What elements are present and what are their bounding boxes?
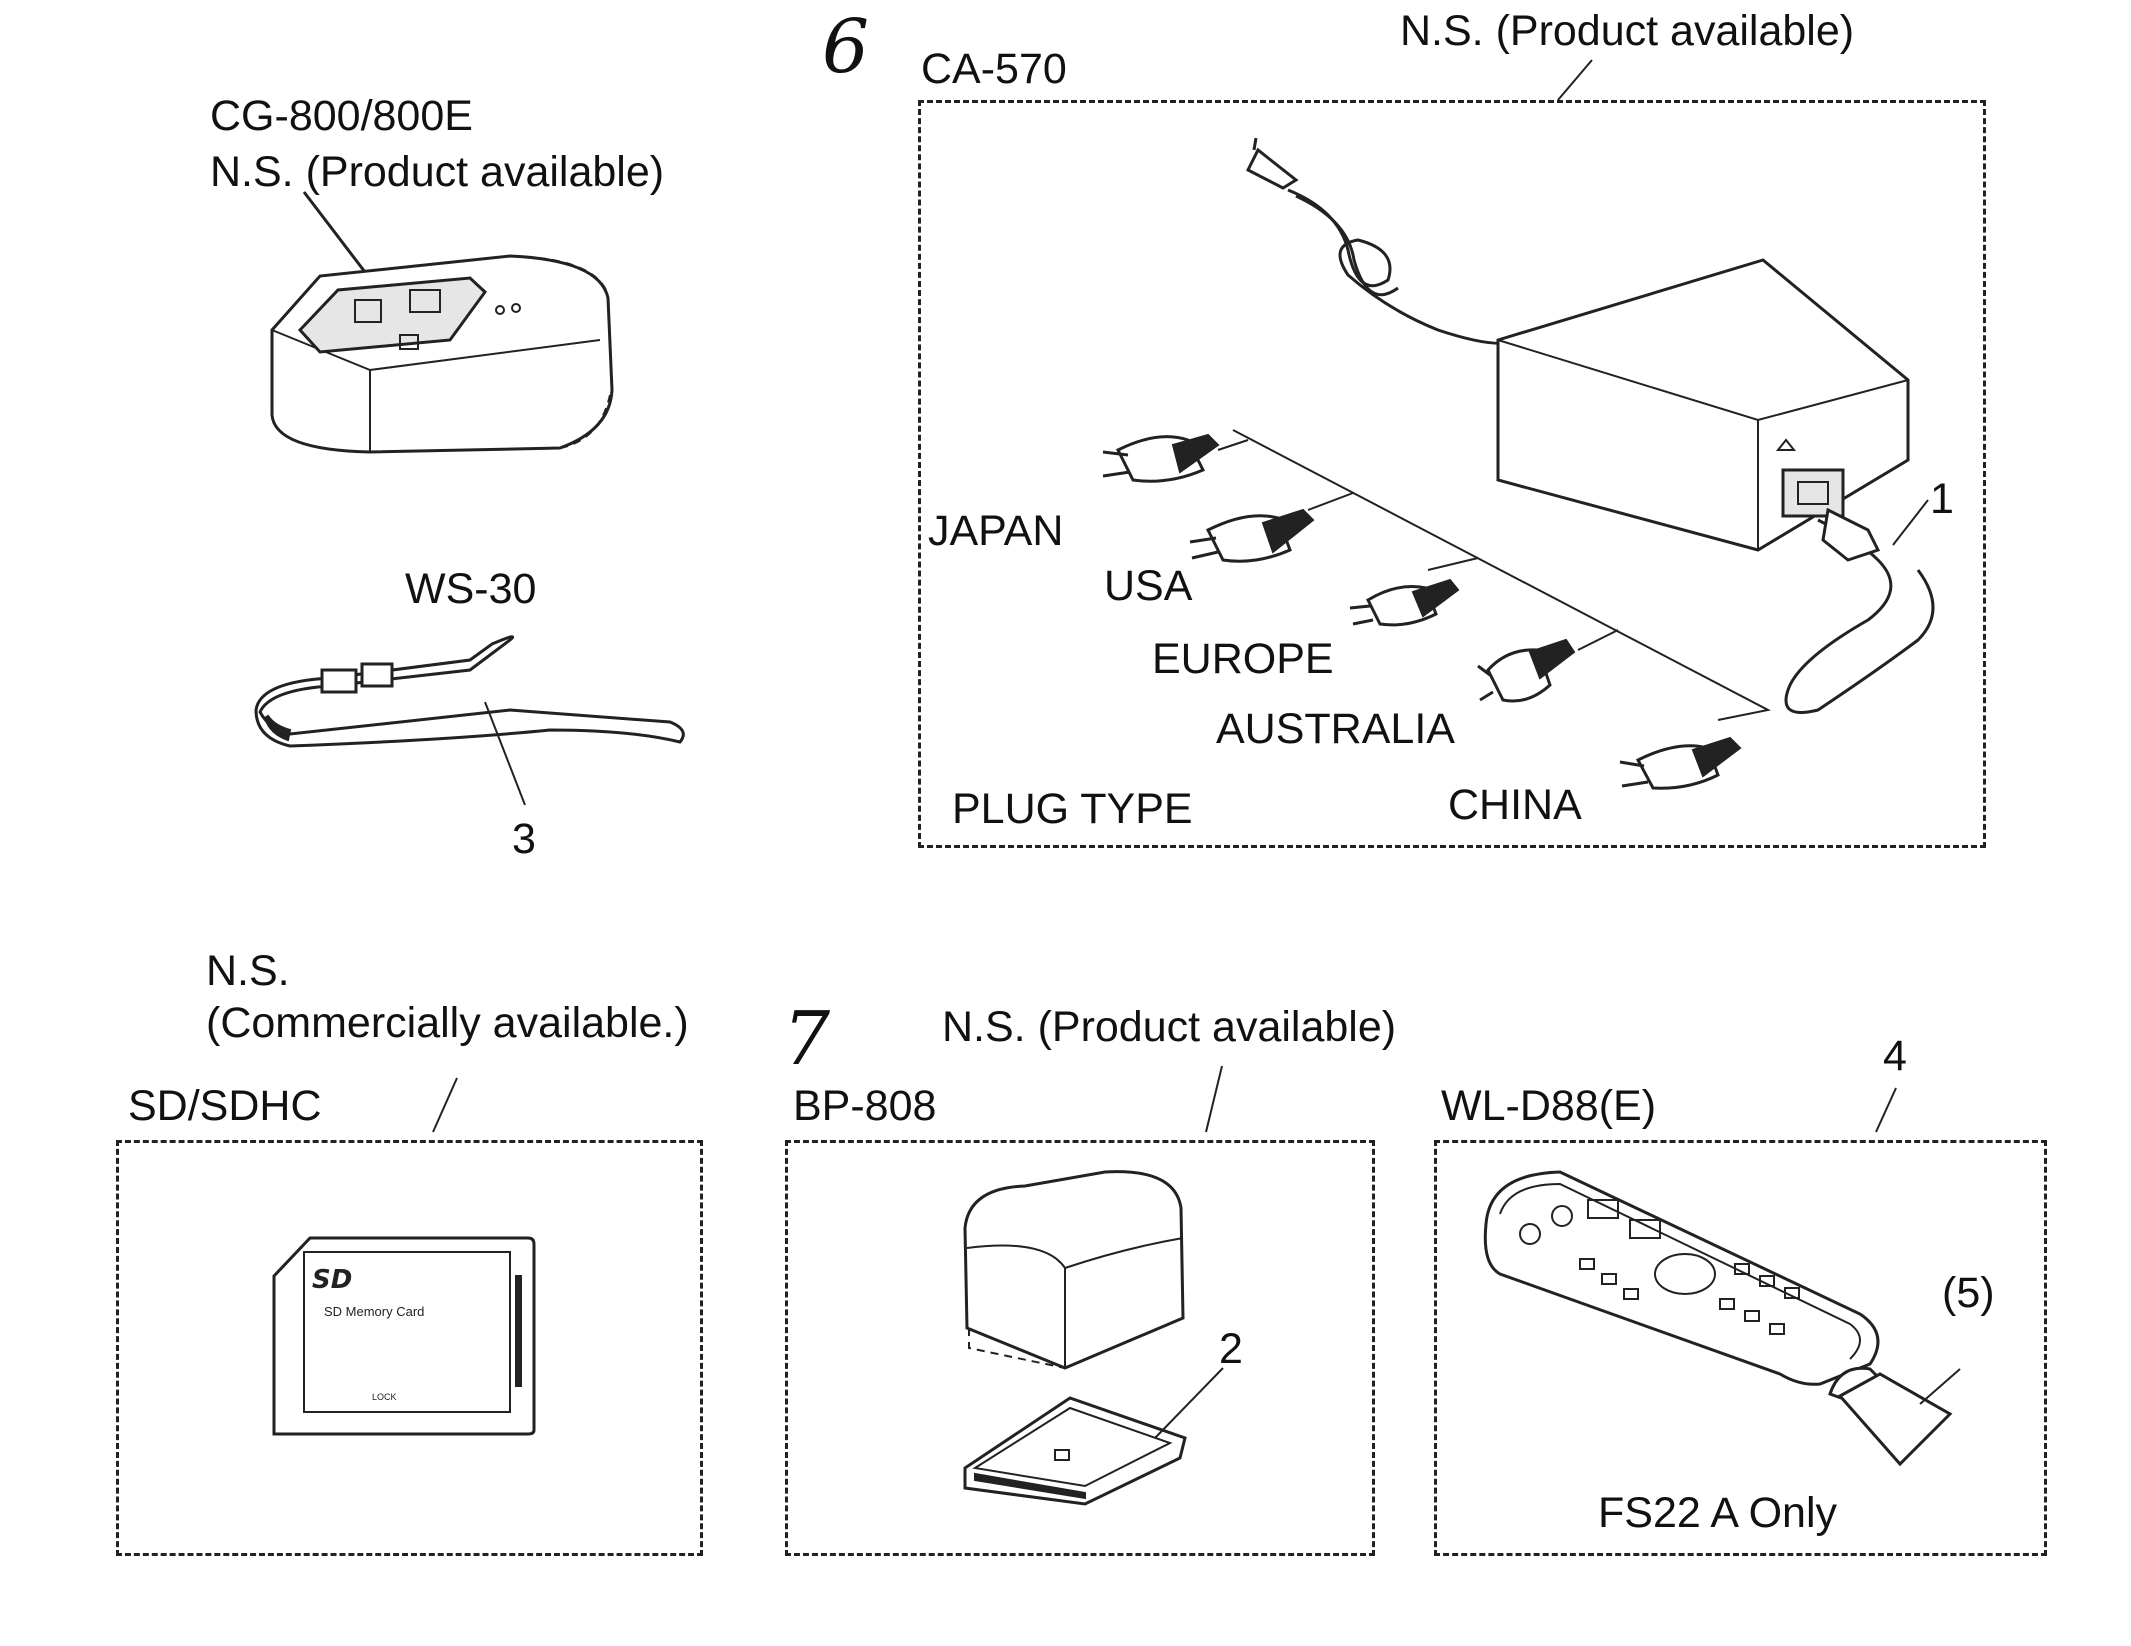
svg-text:SD: SD (312, 1265, 352, 1295)
adapter-callout-1: 1 (1930, 475, 1954, 523)
remote-group-box (1434, 1140, 2047, 1556)
plug-type-label: PLUG TYPE (952, 785, 1193, 833)
strap-callout-3: 3 (512, 815, 536, 863)
card-note-line2: (Commercially available.) (206, 999, 689, 1047)
remote-callout-4: 4 (1883, 1032, 1907, 1080)
remote-footnote: FS22 A Only (1598, 1489, 1838, 1537)
battery-note: N.S. (Product available) (942, 1003, 1397, 1051)
charger-model-label: CG-800/800E (210, 92, 473, 140)
strap-model-label: WS-30 (405, 565, 537, 613)
plug-australia-label: AUSTRALIA (1216, 705, 1455, 753)
adapter-group-box (918, 100, 1986, 848)
battery-note-leader (1198, 1062, 1228, 1136)
plug-europe-label: EUROPE (1152, 635, 1334, 683)
card-note-line1: N.S. (206, 947, 290, 995)
plug-china-label: CHINA (1448, 781, 1582, 829)
sd-card-text: SD Memory Card (324, 1304, 424, 1319)
card-model-label: SD/SDHC (128, 1082, 322, 1130)
battery-model-label: BP-808 (793, 1082, 937, 1130)
remote-illustration (1480, 1164, 1900, 1404)
charger-note: N.S. (Product available) (210, 148, 665, 196)
strap-illustration (250, 630, 690, 800)
adapter-note: N.S. (Product available) (1400, 7, 1855, 55)
card-group-box (116, 1140, 703, 1556)
battery-group-box (785, 1140, 1375, 1556)
remote-sub-callout-5: (5) (1942, 1269, 1995, 1317)
step-number-6: 6 (822, 4, 870, 90)
sd-card-illustration: SD SD Memory Card LOCK (272, 1236, 534, 1436)
charger-illustration (260, 180, 620, 480)
adapter-model-label: CA-570 (921, 45, 1067, 93)
plug-usa-label: USA (1104, 562, 1193, 610)
plug-japan-label: JAPAN (928, 507, 1064, 555)
battery-callout-2: 2 (1219, 1325, 1243, 1373)
remote-model-label: WL-D88(E) (1441, 1082, 1657, 1130)
remote-callout-leader (1868, 1084, 1904, 1136)
step-number-7: 7 (783, 996, 831, 1082)
adapter-note-leader (1550, 54, 1600, 104)
card-note-leader (425, 1074, 465, 1136)
adapter-illustration (918, 100, 1986, 848)
sd-card-lock-text: LOCK (372, 1392, 397, 1402)
battery-illustration (955, 1168, 1235, 1508)
